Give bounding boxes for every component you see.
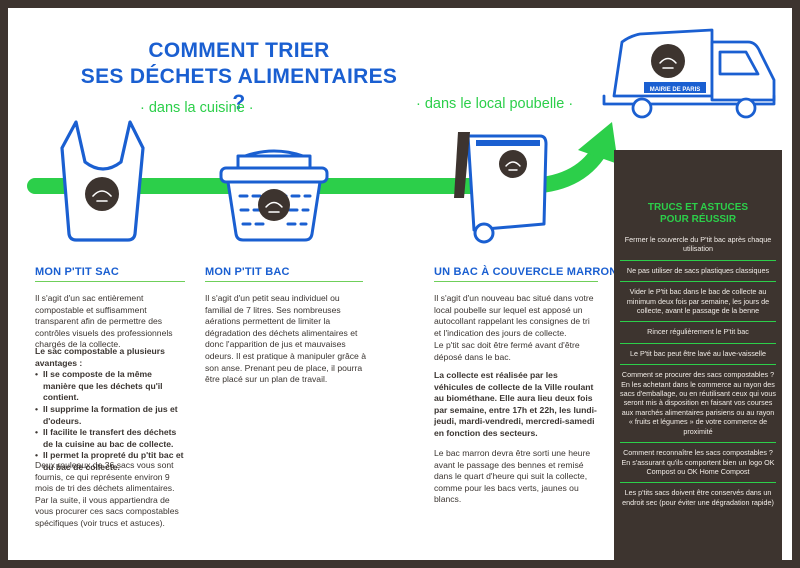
section-rule-marron	[434, 281, 598, 282]
tip-item: Comment reconnaître les sacs compostable…	[620, 443, 776, 484]
title-line-1: COMMENT TRIER	[148, 39, 330, 62]
list-item: Il permet la propreté du p'tit bac et du…	[35, 450, 187, 473]
tip-item: Fermer le couvercle du P'tit bac après c…	[620, 230, 776, 261]
tips-title: TRUCS ET ASTUCES POUR RÉUSSIR	[614, 202, 782, 226]
compost-bag-icon	[60, 120, 145, 242]
list-item: Il se composte de la même manière que le…	[35, 369, 187, 404]
sac-advantages-list: Il se composte de la même manière que le…	[35, 369, 187, 473]
list-item: Il supprime la formation de jus et d'ode…	[35, 404, 187, 427]
kitchen-bin-icon	[219, 149, 329, 242]
tip-item: Le P'tit bac peut être lavé au lave-vais…	[620, 344, 776, 366]
sac-advantages: Le sac compostable a plusieurs avantages…	[35, 346, 187, 474]
garbage-truck-icon	[602, 28, 776, 119]
section-title-sac: MON P'TIT SAC	[35, 266, 120, 278]
tip-item: Les p'tits sacs doivent être conservés d…	[622, 488, 774, 507]
section-title-bac: MON P'TIT BAC	[205, 266, 290, 278]
tip-item: Comment se procurer des sacs compostable…	[620, 365, 776, 444]
subtitle-local: · dans le local poubelle ·	[416, 96, 574, 112]
marron-p1: Il s'agit d'un nouveau bac situé dans vo…	[434, 293, 594, 338]
tips-panel: TRUCS ET ASTUCES POUR RÉUSSIR Fermer le …	[614, 150, 782, 560]
brown-lid-bin-icon	[454, 132, 548, 244]
tip-item: Rincer régulièrement le P'tit bac	[620, 322, 776, 344]
truck-sign: MAIRIE DE PARIS	[650, 87, 701, 93]
flow-arrow-head	[578, 122, 618, 164]
tip-item: Ne pas utiliser de sacs plastiques class…	[620, 261, 776, 283]
section-rule-bac	[205, 281, 363, 282]
marron-p3: La collecte est réalisée par les véhicul…	[434, 370, 597, 438]
section-title-marron: UN BAC À COUVERCLE MARRON	[434, 266, 618, 278]
bac-text: Il s'agit d'un petit seau individuel ou …	[205, 293, 366, 385]
tips-title-line-2: POUR RÉUSSIR	[659, 214, 737, 225]
marron-p4: Le bac marron devra être sorti une heure…	[434, 448, 591, 505]
page-title: COMMENT TRIER SES DÉCHETS ALIMENTAIRES ?	[74, 38, 404, 116]
title-line-2: SES DÉCHETS ALIMENTAIRES ?	[80, 65, 398, 114]
section-rule-sac	[35, 281, 185, 282]
list-item: Il facilite le transfert des déchets de …	[35, 427, 187, 450]
tips-title-line-1: TRUCS ET ASTUCES	[647, 202, 749, 213]
tips-list: Fermer le couvercle du P'tit bac après c…	[620, 230, 776, 513]
subtitle-kitchen: · dans la cuisine ·	[140, 100, 254, 116]
sac-intro: Il s'agit d'un sac entièrement compostab…	[35, 293, 173, 350]
sac-advantages-title: Le sac compostable a plusieurs avantages…	[35, 346, 165, 368]
sac-outro: Deux rouleaux de 36 sacs vous sont fourn…	[35, 460, 179, 528]
tip-item: Vider le P'tit bac dans le bac de collec…	[620, 282, 776, 323]
marron-p2: Le p'tit sac doit être fermé avant d'êtr…	[434, 340, 580, 362]
